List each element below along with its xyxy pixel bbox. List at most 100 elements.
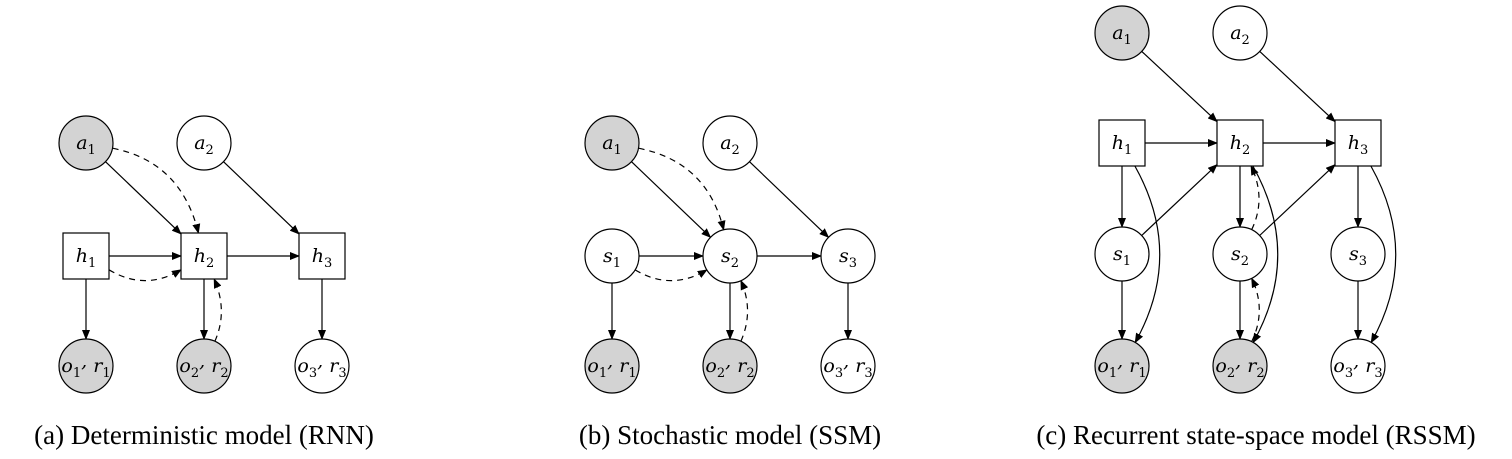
node-s2: s2: [702, 228, 758, 284]
node-label-h1: h1: [1112, 132, 1133, 158]
node-label-h3: h3: [312, 245, 333, 271]
edge-o2-to-h2-dashed: [213, 278, 222, 342]
edge-a2-to-h3: [1259, 50, 1336, 123]
node-label-o3: o3, r3: [297, 350, 346, 381]
node-a1: a1: [58, 115, 114, 171]
edge-a1-to-h2: [1141, 50, 1218, 123]
node-label-s1: s1: [603, 245, 621, 271]
node-shape-h2: [1216, 119, 1264, 167]
node-label-h3: h3: [1348, 132, 1369, 158]
node-label-h2: h2: [1230, 132, 1251, 158]
node-h2: h2: [1216, 119, 1264, 167]
node-shape-o2: [702, 338, 758, 394]
node-shape-h3: [1334, 119, 1382, 167]
node-shape-o3: [1330, 338, 1386, 394]
node-h3: h3: [1334, 119, 1382, 167]
node-shape-a1: [584, 115, 640, 171]
node-label-a1: a1: [1112, 22, 1132, 48]
edge-o2-to-s2-dashed: [740, 279, 749, 342]
node-o1: o1, r1: [584, 338, 640, 394]
node-a2: a2: [1212, 5, 1268, 61]
node-label-s3: s3: [1349, 243, 1367, 269]
node-shape-a2: [176, 115, 232, 171]
node-s3: s3: [1330, 226, 1386, 282]
node-s2: s2: [1212, 226, 1268, 282]
node-shape-h2: [180, 232, 228, 280]
edge-a1-to-h2-dashed: [112, 147, 201, 234]
edge-s2-to-h3: [1259, 163, 1336, 236]
edge-s1-to-h2: [1141, 163, 1218, 236]
node-s1: s1: [1094, 226, 1150, 282]
edge-a2-to-h3: [223, 161, 300, 235]
node-a1: a1: [584, 115, 640, 171]
edge-s1-to-s2-dashed: [634, 269, 708, 282]
node-o3: o3, r3: [1330, 338, 1386, 394]
node-shape-h1: [62, 232, 110, 280]
node-shape-h3: [298, 232, 346, 280]
node-shape-o2: [1212, 338, 1268, 394]
node-label-s3: s3: [839, 245, 857, 271]
node-shape-o2: [176, 338, 232, 394]
node-label-o2: o2, r2: [179, 350, 228, 381]
node-label-a1: a1: [76, 132, 96, 158]
caption-rnn: (a) Deterministic model (RNN): [34, 420, 374, 450]
node-label-a2: a2: [720, 132, 740, 158]
node-shape-o1: [584, 338, 640, 394]
edge-s2-to-h2-dashed: [1250, 165, 1260, 230]
node-s3: s3: [820, 228, 876, 284]
node-shape-o3: [294, 338, 350, 394]
edge-h2-to-o2: [1252, 165, 1279, 344]
panel-recurrent-rssm: a1 a2 h1 h2 h3 s1 s2 s3 o1, r1 o2, r2 o3, r3 (c) R…: [1036, 5, 1476, 450]
node-label-o2: o2, r2: [705, 350, 754, 381]
node-o2: o2, r2: [702, 338, 758, 394]
edge-h1-to-o1: [1134, 165, 1161, 344]
node-label-o3: o3, r3: [1333, 350, 1382, 381]
node-o2: o2, r2: [176, 338, 232, 394]
node-shape-o1: [58, 338, 114, 394]
node-shape-s2: [1212, 226, 1268, 282]
node-a1: a1: [1094, 5, 1150, 61]
node-label-h2: h2: [194, 245, 215, 271]
node-label-a2: a2: [194, 132, 214, 158]
node-shape-s1: [1094, 226, 1150, 282]
edge-a2-to-s3: [749, 161, 830, 239]
node-shape-s1: [584, 228, 640, 284]
edge-h3-to-o3: [1370, 165, 1397, 344]
node-label-a2: a2: [1230, 22, 1250, 48]
edge-a1-to-s2-dashed: [638, 147, 726, 231]
node-label-s2: s2: [1231, 243, 1249, 269]
node-label-o1: o1, r1: [1097, 350, 1146, 381]
node-shape-s2: [702, 228, 758, 284]
node-shape-o1: [1094, 338, 1150, 394]
edge-a1-to-s2: [631, 161, 712, 239]
node-label-s2: s2: [721, 245, 739, 271]
node-label-a1: a1: [602, 132, 622, 158]
node-s1: s1: [584, 228, 640, 284]
edge-h1-to-h2-dashed: [108, 269, 182, 282]
node-shape-a2: [702, 115, 758, 171]
panel-deterministic-rnn: a1 a2 h1 h2 h3 o1, r1 o2, r2 o3, r3 (a) Determi…: [34, 115, 374, 450]
node-a2: a2: [176, 115, 232, 171]
node-shape-h1: [1098, 119, 1146, 167]
edge-a1-to-h2: [105, 161, 182, 235]
node-label-o2: o2, r2: [1215, 350, 1264, 381]
node-h1: h1: [62, 232, 110, 280]
node-shape-a2: [1212, 5, 1268, 61]
edge-o2-to-s2-dashed: [1251, 277, 1260, 342]
node-o2: o2, r2: [1212, 338, 1268, 394]
node-shape-o3: [820, 338, 876, 394]
node-h2: h2: [180, 232, 228, 280]
node-label-h1: h1: [76, 245, 97, 271]
caption-rssm: (c) Recurrent state-space model (RSSM): [1036, 420, 1475, 450]
node-shape-s3: [1330, 226, 1386, 282]
node-o1: o1, r1: [1094, 338, 1150, 394]
node-shape-a1: [1094, 5, 1150, 61]
node-h1: h1: [1098, 119, 1146, 167]
node-o3: o3, r3: [294, 338, 350, 394]
node-o1: o1, r1: [58, 338, 114, 394]
node-a2: a2: [702, 115, 758, 171]
node-shape-s3: [820, 228, 876, 284]
caption-ssm: (b) Stochastic model (SSM): [579, 420, 881, 450]
